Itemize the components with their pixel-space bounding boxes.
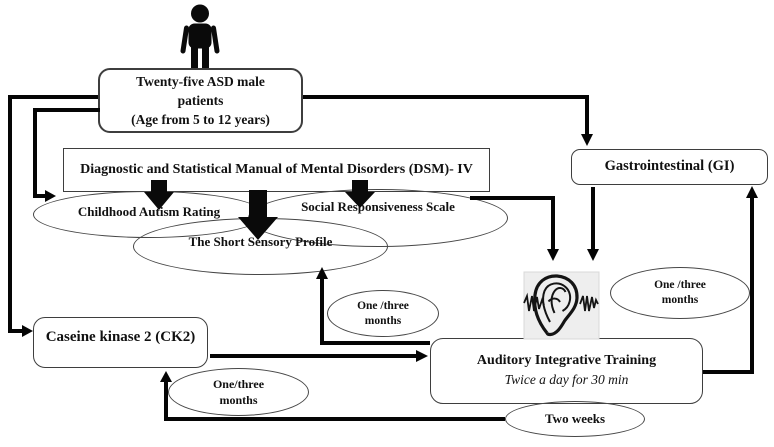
short-sensory-profile-node: The Short Sensory Profile — [133, 218, 388, 275]
ck2-label: Caseine kinase 2 (CK2) — [45, 329, 196, 345]
interval-left-line2: months — [219, 393, 258, 407]
dsm-node: Diagnostic and Statistical Manual of Men… — [63, 148, 490, 192]
interval-left-line1: One/three — [212, 377, 265, 391]
interval-mid-line2: months — [364, 314, 402, 327]
ear-sound-icon — [523, 271, 600, 340]
dsm-label: Diagnostic and Statistical Manual of Men… — [80, 161, 473, 177]
patients-line2: patients — [177, 93, 224, 108]
person-icon — [180, 4, 220, 68]
ait-subtitle: Twice a day for 30 min — [504, 372, 629, 388]
interval-right-line1: One /three — [654, 279, 706, 291]
interval-one-three-months-right: One /three months — [610, 267, 750, 319]
interval-one-three-months-middle: One /three months — [327, 290, 439, 337]
patients-node: Twenty-five ASD male patients (Age from … — [98, 68, 303, 133]
two-weeks-label: Two weeks — [544, 411, 606, 426]
interval-right-line2: months — [661, 294, 699, 306]
arrow-gi-to-ear — [587, 187, 599, 261]
arrow-ck2-to-ait — [210, 350, 428, 362]
car-label: Childhood Autism Rating — [77, 203, 221, 219]
arrow-patients-to-gi — [303, 95, 593, 146]
ait-title: Auditory Integrative Training — [476, 353, 657, 369]
interval-one-three-months-left: One/three months — [168, 368, 309, 416]
gi-label: Gastrointestinal (GI) — [604, 158, 735, 175]
srs-label: Social Responsiveness Scale — [301, 199, 455, 214]
ck2-node: Caseine kinase 2 (CK2) — [33, 317, 208, 368]
patients-line3: (Age from 5 to 12 years) — [131, 112, 270, 127]
ssp-label: The Short Sensory Profile — [188, 233, 333, 249]
two-weeks-node: Two weeks — [505, 401, 645, 437]
gastrointestinal-node: Gastrointestinal (GI) — [571, 149, 768, 185]
interval-mid-line1: One /three — [357, 299, 409, 312]
patients-line1: Twenty-five ASD male — [136, 74, 265, 89]
auditory-training-node: Auditory Integrative Training Twice a da… — [430, 338, 703, 404]
